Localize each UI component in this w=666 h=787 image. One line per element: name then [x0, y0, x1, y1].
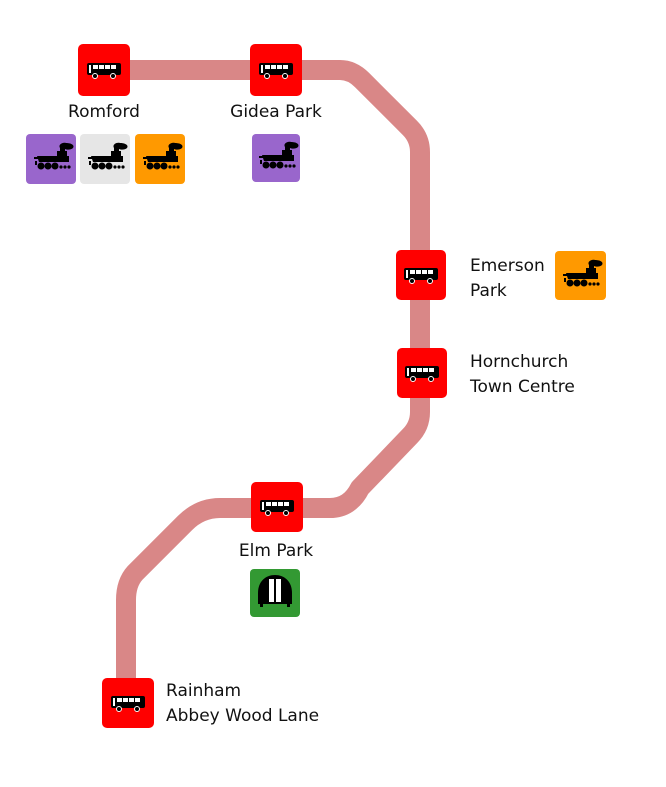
- stop-rainham-abbey-wood-lane[interactable]: [102, 678, 154, 728]
- stop-gidea-park[interactable]: [250, 44, 302, 96]
- stop-label-emerson-park-line2: Park: [470, 281, 507, 301]
- stop-elm-park[interactable]: [251, 482, 303, 532]
- romford-connection-3: [135, 134, 185, 184]
- stop-emerson-park[interactable]: [396, 250, 446, 300]
- gidea-park-connection-1: [252, 134, 300, 182]
- elm-park-connection-1: [250, 569, 300, 617]
- emerson-park-connection-1: [555, 251, 606, 300]
- stop-label-hornchurch-line2: Town Centre: [469, 377, 575, 397]
- romford-connection-1: [26, 134, 76, 184]
- stop-label-romford: Romford: [68, 102, 140, 122]
- stop-hornchurch-town-centre[interactable]: [397, 348, 447, 398]
- stop-label-rainham-line2: Abbey Wood Lane: [166, 706, 319, 726]
- stop-label-gidea-park: Gidea Park: [230, 102, 322, 122]
- stop-label-elm-park: Elm Park: [239, 541, 313, 561]
- stop-label-emerson-park-line1: Emerson: [470, 256, 545, 276]
- romford-connection-2: [80, 134, 130, 184]
- route-line: [104, 60, 430, 700]
- stop-label-rainham-line1: Rainham: [166, 681, 241, 701]
- underground-train-icon: [258, 575, 292, 607]
- stop-romford[interactable]: [78, 44, 130, 96]
- stop-label-hornchurch-line1: Hornchurch: [470, 352, 568, 372]
